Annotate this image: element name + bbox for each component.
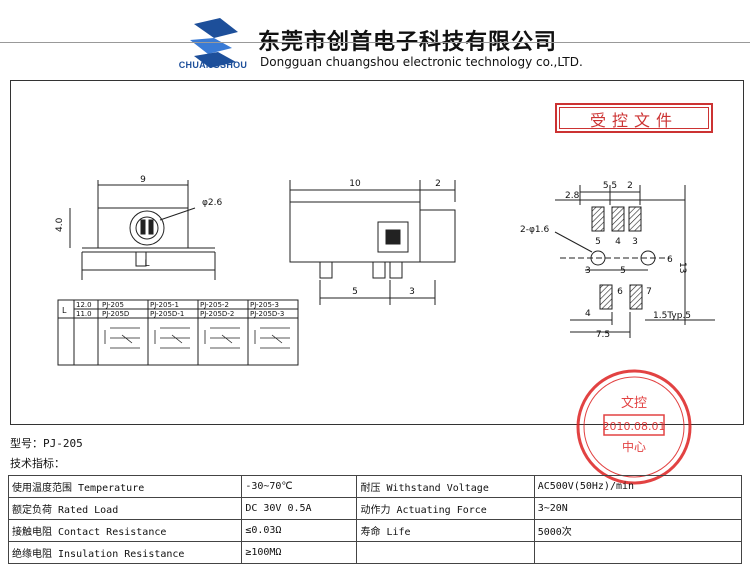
drawing-frame (10, 80, 744, 425)
pcb-pin-7: 7 (646, 287, 652, 297)
spec-label: 寿命 Life (356, 519, 535, 542)
controlled-document-stamp (555, 103, 713, 133)
pcb-pin-6: 6 (617, 287, 623, 297)
pcb-dim-4: 3 (585, 266, 591, 276)
side-length-label: 10 (349, 179, 361, 189)
spec-value: -30~70℃ (241, 475, 358, 498)
pcb-layout: 2.8 5.5 2 5 4 3 2-φ1.6 3 5 6 13 6 7 4 7.… (520, 181, 715, 340)
pcb-dim-6: 6 (667, 255, 673, 265)
seal-dept: 文控 (621, 396, 647, 411)
table-row: 绝缘电阻 Insulation Resistance ≥100MΩ (7, 541, 743, 564)
seal-center: 中心 (622, 439, 646, 454)
company-name-en: Dongguan chuangshou electronic technolog… (260, 55, 583, 69)
pcb-dim-9: 7.5 (596, 330, 610, 340)
front-width-label: 9 (140, 175, 146, 185)
variant-col1-b: PJ-205D (102, 310, 129, 318)
spec-value: 3~20N (533, 497, 743, 520)
pcb-pin-4: 4 (615, 237, 621, 247)
spec-value: ≥100MΩ (241, 541, 358, 564)
pcb-hole-label: 2-φ1.6 (520, 225, 549, 235)
pcb-dim-5: 5 (620, 266, 626, 276)
pcb-pin-3: 3 (632, 237, 638, 247)
front-view: 9 φ2.6 4.0 L (55, 175, 223, 280)
variant-l-1: 12.0 (76, 301, 92, 309)
spec-value: ≤0.03Ω (241, 519, 358, 542)
model-number: 型号：PJ-205 (10, 437, 83, 450)
header-divider (0, 42, 750, 43)
table-row: 接触电阻 Contact Resistance ≤0.03Ω 寿命 Life 5… (7, 519, 743, 542)
side-dim-2: 3 (409, 287, 415, 297)
side-view: 10 2 5 3 (289, 179, 456, 305)
table-row: 额定负荷 Rated Load DC 30V 0.5A 动作力 Actuatin… (7, 497, 743, 520)
spec-label: 使用温度范围 Temperature (7, 475, 243, 498)
brand-name: CHUANGSHOU (178, 60, 248, 70)
specs-table: 使用温度范围 Temperature -30~70℃ 耐压 Withstand … (7, 475, 743, 564)
spec-label: 动作力 Actuating Force (356, 497, 535, 520)
variant-col4-a: PJ-205-3 (250, 301, 279, 309)
variant-l-2: 11.0 (76, 310, 92, 318)
pcb-typ-label: 1.5Typ.5 (653, 311, 691, 321)
specs-title: 技术指标： (10, 457, 65, 470)
side-tab-label: 2 (435, 179, 441, 189)
pcb-dim-7: 13 (677, 262, 687, 273)
seal-date: 2010.08.01 (603, 420, 666, 433)
side-dim-1: 5 (352, 287, 358, 297)
front-height-label: 4.0 (55, 217, 65, 232)
pcb-dim-3: 2 (627, 181, 633, 191)
spec-label: 绝缘电阻 Insulation Resistance (7, 541, 243, 564)
table-row: 使用温度范围 Temperature -30~70℃ 耐压 Withstand … (7, 475, 743, 498)
technical-drawing: 9 φ2.6 4.0 L 10 2 (55, 175, 715, 366)
variant-l-header: L (62, 306, 67, 315)
spec-label: 接触电阻 Contact Resistance (7, 519, 243, 542)
variant-col1-a: PJ-205 (102, 301, 124, 309)
variant-col4-b: PJ-205D-3 (250, 310, 284, 318)
spec-value (533, 541, 743, 564)
variant-col2-b: PJ-205D-1 (150, 310, 184, 318)
front-hole-label: φ2.6 (202, 198, 223, 208)
spec-value: DC 30V 0.5A (241, 497, 358, 520)
spec-value: 5000次 (533, 519, 743, 542)
pcb-pin-5: 5 (595, 237, 601, 247)
company-name-cn: 东莞市创首电子科技有限公司 (258, 30, 558, 55)
company-seal-icon: 文控 2010.08.01 中心 (576, 369, 692, 485)
variant-col3-b: PJ-205D-2 (200, 310, 234, 318)
spec-label (356, 541, 535, 564)
variant-table: L 12.0 11.0 PJ-205 PJ-205D PJ-205-1 PJ-2… (57, 299, 299, 366)
pcb-dim-2: 5.5 (603, 181, 617, 191)
spec-label: 耐压 Withstand Voltage (356, 475, 535, 498)
controlled-document-label: 受控文件 (589, 111, 678, 130)
pcb-dim-8: 4 (585, 309, 591, 319)
pcb-dim-1: 2.8 (565, 191, 580, 201)
variant-col2-a: PJ-205-1 (150, 301, 179, 309)
variant-col3-a: PJ-205-2 (200, 301, 229, 309)
front-length-label: L (144, 259, 149, 269)
spec-label: 额定负荷 Rated Load (7, 497, 243, 520)
spec-value: AC500V(50Hz)/min (533, 475, 743, 498)
